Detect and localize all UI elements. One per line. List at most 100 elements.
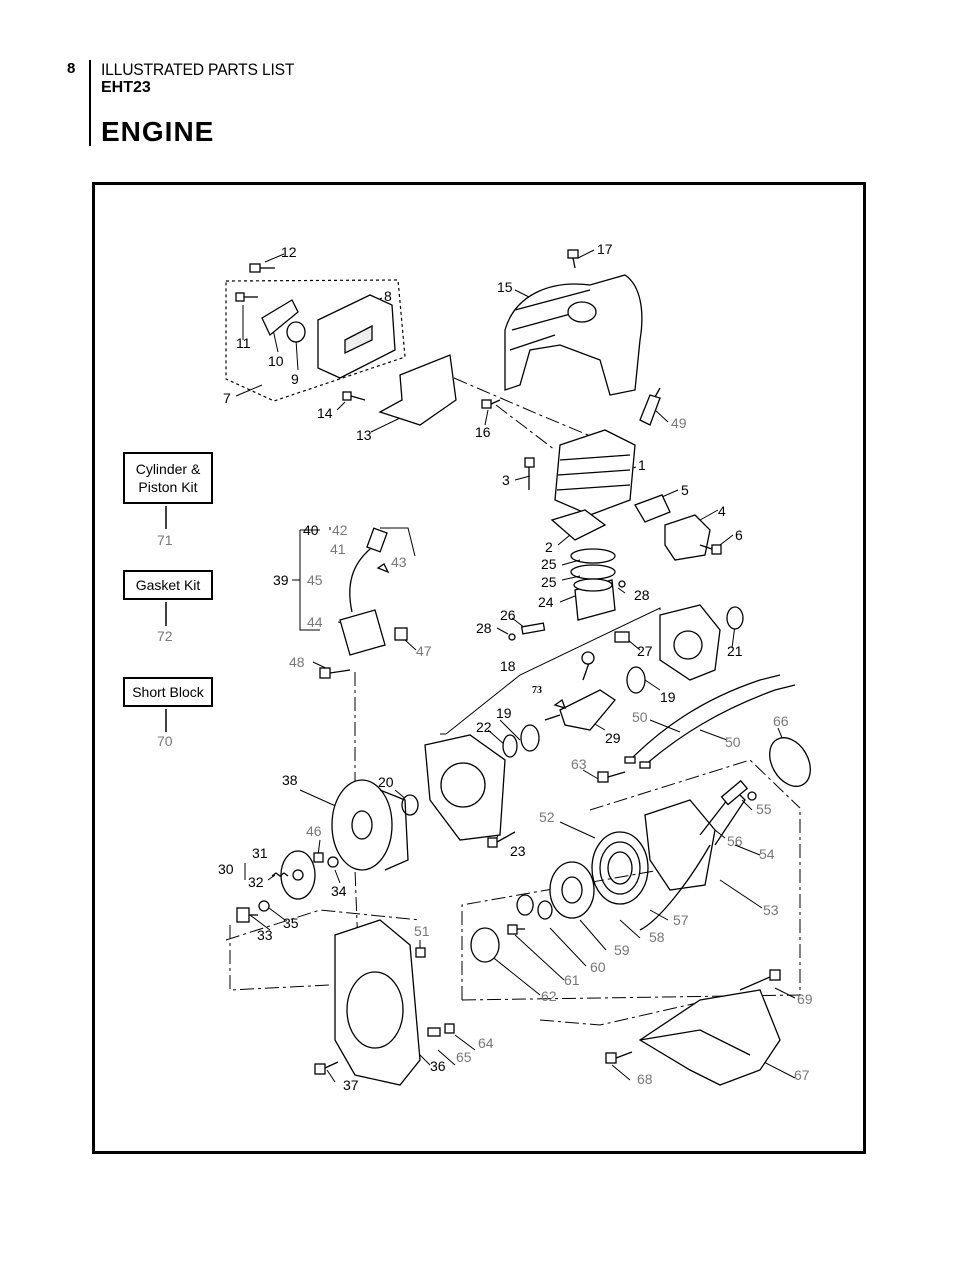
kit-label: Gasket Kit [135,577,201,593]
callout-28b: 28 [476,620,492,636]
model-label: EHT23 [101,79,151,96]
spring-32-icon [271,872,289,877]
washer-59-icon [537,900,553,920]
callout-21: 21 [727,643,743,659]
callout-57: 57 [673,912,689,928]
callout-50b: 50 [725,734,741,750]
piston-ring-25a-icon [570,548,616,564]
callout-49: 49 [671,415,687,431]
callout-10: 10 [268,353,284,369]
gasket-66-icon [769,737,811,787]
shoulder-bolt-33-icon [236,907,258,923]
page-number: 8 [67,60,76,77]
callout-63: 63 [571,756,587,772]
callout-28a: 28 [634,587,650,603]
callout-43: 43 [391,554,407,570]
washer-35-icon [258,900,270,912]
crankcase-icon [424,734,506,841]
part-drawings [235,249,811,1086]
ratchet-62-icon [470,927,500,963]
callout-47: 47 [416,643,432,659]
callout-68: 68 [637,1071,653,1087]
bearing-19b-icon [520,724,540,752]
kit-number-71: 71 [157,532,173,548]
section-label: ILLUSTRATED PARTS LIST [101,60,295,79]
page-title: ENGINE [101,116,215,147]
knot-55-icon [747,791,757,801]
callout-15: 15 [497,279,513,295]
crankcase-half-icon [659,604,721,681]
callout-23: 23 [510,843,526,859]
callout-45: 45 [307,572,323,588]
callout-67: 67 [794,1067,810,1083]
bottom-guard-67-icon [638,989,781,1086]
callout-13: 13 [356,427,372,443]
muffler-assembly-outline [225,279,406,402]
callout-62: 62 [541,988,557,1004]
callout-24: 24 [538,594,554,610]
callout-25b: 25 [541,574,557,590]
starter-handle-54-icon [720,779,749,806]
dashed-outlines [225,279,406,402]
bolt-16-icon [481,399,501,409]
callout-48: 48 [289,654,305,670]
callout-20: 20 [378,774,394,790]
callout-11: 11 [236,335,251,351]
key-73-icon [553,698,567,709]
washer-34-icon [327,856,339,868]
nut-46-icon [313,852,324,863]
cylinder-1-icon [554,429,636,516]
diagram-frame [92,182,866,1154]
callout-19a: 19 [660,689,676,705]
bolt-69-icon [739,969,781,991]
bolt-6-icon [699,544,722,555]
callout-16: 16 [475,424,491,440]
callout-52: 52 [539,809,555,825]
ignition-coil-39-icon [339,527,388,656]
screw-68-icon [605,1051,633,1064]
bolt-14-icon [342,391,366,401]
flywheel-38-icon [331,779,409,871]
needle-bearing-27-icon [614,631,630,643]
callout-50a: 50 [632,709,648,725]
callout-4: 4 [718,503,726,519]
callout-44: 44 [307,614,323,630]
callout-9: 9 [291,371,299,387]
callout-64: 64 [478,1035,494,1051]
callout-39: 39 [273,572,289,588]
callout-51: 51 [414,923,430,939]
screw-17-icon [567,249,579,269]
callout-56: 56 [727,833,743,849]
callout-55: 55 [756,801,772,817]
bolt-37-icon [314,1061,339,1075]
callout-1: 1 [638,457,646,473]
circlip-28b-icon [508,633,516,641]
bearing-21-icon [726,606,744,630]
callout-33: 33 [257,927,273,943]
callout-6: 6 [735,527,743,543]
callout-12: 12 [281,244,297,260]
screw-61-icon [507,924,525,935]
spacer-47-icon [394,627,408,641]
insulator-4-icon [664,514,711,561]
clip-43-icon [376,563,390,574]
callout-19b: 19 [496,705,512,721]
oil-seal-20-icon [401,794,419,816]
bolt-48-icon [319,667,351,679]
callout-14: 14 [317,405,333,421]
callout-46: 46 [306,823,322,839]
callout-54: 54 [759,846,775,862]
callout-3: 3 [502,472,510,488]
callout-27: 27 [637,643,653,659]
callout-36: 36 [430,1058,446,1074]
callout-66: 66 [773,713,789,729]
callout-labels: 12 8 11 10 9 7 14 13 16 15 17 49 1 3 5 4… [218,241,813,1093]
callout-5: 5 [681,482,689,498]
callout-59: 59 [614,942,630,958]
spark-screen-9-icon [286,321,306,343]
oil-seal-22-icon [502,734,518,758]
callout-38: 38 [282,772,298,788]
callout-73: 73 [532,685,542,696]
header-rule [89,60,91,146]
